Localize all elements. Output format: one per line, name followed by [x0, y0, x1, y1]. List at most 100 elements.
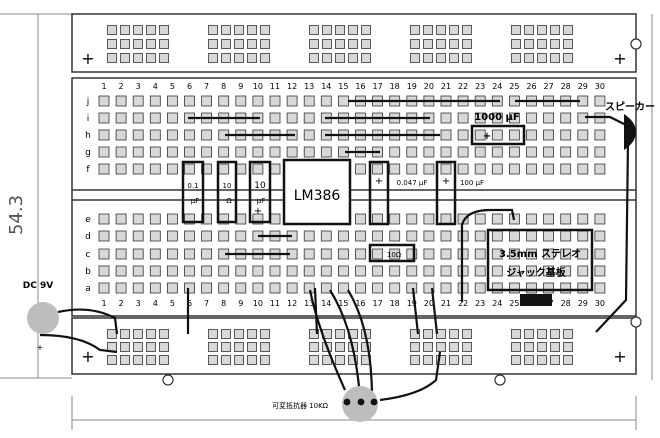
- column-number: 7: [204, 82, 209, 91]
- hole: [361, 53, 371, 63]
- hole: [303, 230, 315, 242]
- hole: [355, 282, 366, 294]
- column-number: 20: [424, 82, 434, 91]
- hole: [355, 265, 366, 277]
- row-letter: h: [85, 131, 91, 141]
- hole: [201, 230, 213, 242]
- hole: [457, 112, 469, 124]
- hole: [560, 282, 572, 294]
- column-number: 13: [304, 299, 314, 308]
- hole: [560, 248, 572, 260]
- column-number: 11: [270, 299, 280, 308]
- hole: [133, 342, 143, 352]
- hole: [423, 342, 433, 352]
- hole: [543, 282, 554, 294]
- hole: [526, 163, 537, 175]
- hole: [98, 163, 110, 175]
- hole: [146, 355, 156, 365]
- hole: [320, 146, 332, 158]
- column-number: 10: [253, 82, 263, 91]
- column-number: 21: [441, 82, 451, 91]
- hole: [361, 342, 371, 352]
- hole: [440, 213, 452, 225]
- column-number: 7: [204, 299, 209, 308]
- hole: [218, 95, 230, 107]
- hole: [235, 213, 247, 225]
- hole: [120, 25, 130, 35]
- hole: [355, 248, 366, 260]
- hole: [166, 95, 178, 107]
- hole: [115, 129, 127, 141]
- hole: [115, 213, 127, 225]
- top-rail-plus-left: +: [81, 49, 94, 68]
- hole: [247, 39, 257, 49]
- hole: [335, 342, 345, 352]
- hole: [491, 213, 503, 225]
- res-10-label: 10Ω: [387, 251, 402, 259]
- hole: [543, 265, 554, 277]
- hole: [423, 230, 435, 242]
- hole: [348, 355, 358, 365]
- hole: [320, 248, 332, 260]
- pot-pins: [343, 398, 378, 406]
- hole: [132, 230, 144, 242]
- hole: [511, 25, 521, 35]
- hole: [286, 282, 298, 294]
- hole: [436, 329, 446, 339]
- hole: [322, 25, 332, 35]
- hole: [149, 163, 161, 175]
- hole: [440, 146, 452, 158]
- hole: [132, 129, 144, 141]
- hole: [260, 355, 270, 365]
- hole: [550, 39, 560, 49]
- hole: [560, 213, 572, 225]
- hole: [449, 329, 459, 339]
- hole: [372, 163, 384, 175]
- hole: [423, 265, 435, 277]
- capacitor-1000uF: [470, 124, 526, 146]
- hole: [423, 282, 435, 294]
- column-number: 9: [238, 82, 243, 91]
- hole: [389, 265, 401, 277]
- cap-01-label: 0.1: [187, 182, 198, 190]
- hole: [234, 39, 244, 49]
- column-number: 5: [170, 82, 175, 91]
- hole: [335, 53, 345, 63]
- capacitor-10uF: [248, 160, 272, 224]
- hole: [201, 146, 213, 158]
- column-number: 29: [578, 299, 588, 308]
- hole: [159, 355, 169, 365]
- hole: [320, 265, 332, 277]
- hole: [235, 265, 247, 277]
- hole: [594, 230, 606, 242]
- hole: [550, 25, 560, 35]
- hole: [98, 146, 110, 158]
- hole: [132, 248, 144, 260]
- resistor-10a: [216, 160, 238, 224]
- column-number: 24: [492, 82, 502, 91]
- hole: [423, 355, 433, 365]
- lm386-ic: [282, 158, 352, 226]
- hole: [491, 230, 503, 242]
- hole: [269, 95, 281, 107]
- hole: [303, 112, 315, 124]
- bottom-rail-plus-right: +: [613, 347, 626, 366]
- hole: [511, 53, 521, 63]
- hole: [159, 25, 169, 35]
- hole: [234, 25, 244, 35]
- hole: [218, 282, 230, 294]
- hole: [563, 25, 573, 35]
- hole: [115, 230, 127, 242]
- hole: [252, 265, 264, 277]
- hole: [269, 265, 281, 277]
- hole: [563, 342, 573, 352]
- speaker-icon: [624, 114, 636, 150]
- hole: [511, 329, 521, 339]
- jumper-wires: [39, 99, 630, 402]
- hole: [537, 39, 547, 49]
- hole: [303, 282, 315, 294]
- hole: [303, 248, 315, 260]
- hole: [184, 213, 195, 225]
- hole: [115, 248, 127, 260]
- hole: [120, 329, 130, 339]
